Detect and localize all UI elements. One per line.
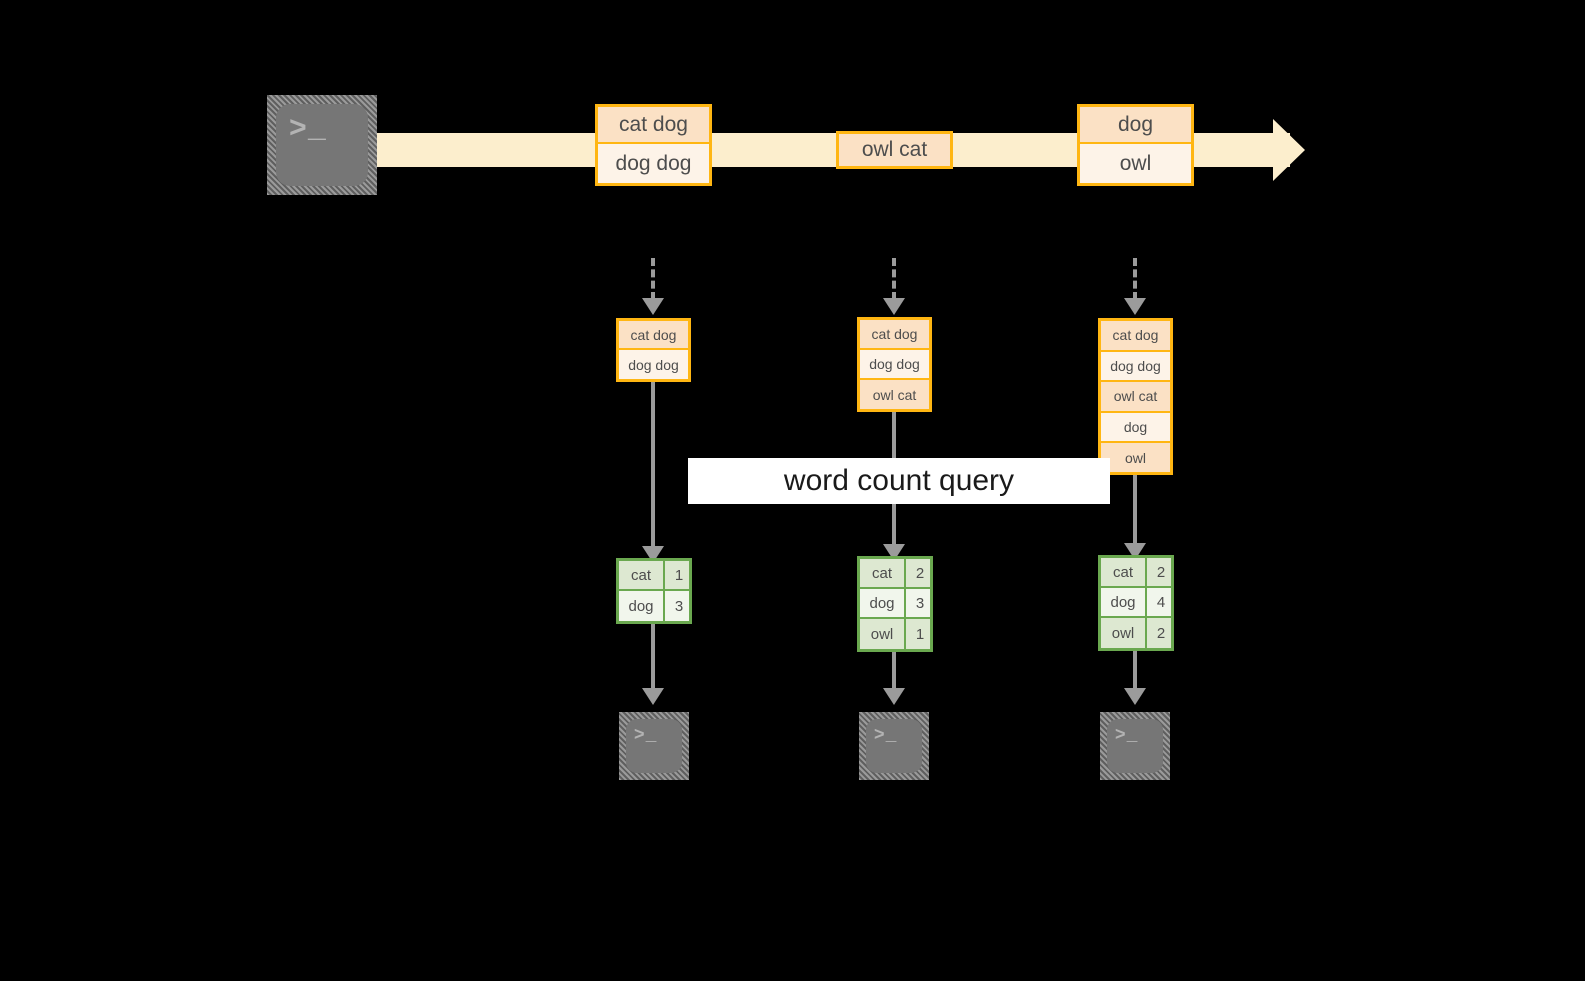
- log-line: owl cat: [1101, 382, 1170, 413]
- snapshot-3-tap-line: [1133, 258, 1137, 300]
- table-row: owl 1: [860, 619, 930, 649]
- stream-record-line: dog dog: [598, 144, 709, 183]
- table-row: dog 3: [619, 591, 689, 621]
- snapshot-1-query-line: [651, 382, 655, 550]
- log-line: dog dog: [1101, 351, 1170, 383]
- table-row: cat 2: [860, 559, 930, 589]
- word-cell: dog: [1101, 588, 1147, 616]
- count-cell: 1: [915, 625, 925, 643]
- snapshot-1-sink-terminal-icon[interactable]: >_: [619, 712, 689, 780]
- log-line: dog dog: [619, 350, 688, 379]
- snapshot-1-tap-arrowhead: [642, 298, 664, 315]
- stream-record-group-3[interactable]: dog owl: [1077, 104, 1194, 186]
- table-row: owl 2: [1101, 618, 1171, 648]
- log-line: dog dog: [860, 350, 929, 380]
- query-label-text: word count query: [783, 464, 1015, 497]
- log-line: dog: [1101, 412, 1170, 444]
- stream-record-line: cat dog: [598, 107, 709, 145]
- query-label: word count query: [688, 458, 1110, 504]
- snapshot-1-input-log[interactable]: cat dog dog dog: [616, 318, 691, 382]
- snapshot-2-tap-line: [892, 258, 896, 300]
- snapshot-2-result-table[interactable]: cat 2 dog 3 owl 1: [857, 556, 933, 652]
- snapshot-1-result-table[interactable]: cat 1 dog 3: [616, 558, 692, 624]
- terminal-screen: >_: [276, 104, 368, 186]
- snapshot-3-sink-arrowhead: [1124, 688, 1146, 705]
- terminal-screen: >_: [1107, 719, 1163, 773]
- stream-record-line: owl: [1080, 144, 1191, 183]
- terminal-screen: >_: [866, 719, 922, 773]
- snapshot-1-sink-arrowhead: [642, 688, 664, 705]
- table-row: dog 3: [860, 589, 930, 619]
- stream-record-line: dog: [1080, 107, 1191, 145]
- log-line: cat dog: [619, 321, 688, 351]
- terminal-prompt-glyph: >_: [288, 113, 327, 148]
- log-line: owl: [1101, 443, 1170, 472]
- word-cell: owl: [860, 619, 906, 649]
- log-line: cat dog: [1101, 321, 1170, 352]
- stream-record-group-2[interactable]: owl cat: [836, 131, 953, 169]
- count-cell: 2: [915, 564, 925, 582]
- count-cell: 3: [674, 597, 684, 615]
- word-cell: owl: [1101, 618, 1147, 648]
- table-row: dog 4: [1101, 588, 1171, 618]
- count-cell: 1: [674, 566, 684, 584]
- word-cell: cat: [619, 561, 665, 589]
- snapshot-1-sink-line: [651, 624, 655, 692]
- snapshot-3-input-log[interactable]: cat dog dog dog owl cat dog owl: [1098, 318, 1173, 475]
- snapshot-3-tap-arrowhead: [1124, 298, 1146, 315]
- snapshot-3-sink-line: [1133, 651, 1137, 692]
- word-cell: dog: [619, 591, 665, 621]
- word-cell: dog: [860, 589, 906, 617]
- table-row: cat 1: [619, 561, 689, 591]
- snapshot-2-sink-arrowhead: [883, 688, 905, 705]
- terminal-prompt-glyph: >_: [633, 725, 658, 746]
- terminal-prompt-glyph: >_: [873, 725, 898, 746]
- snapshot-2-sink-terminal-icon[interactable]: >_: [859, 712, 929, 780]
- word-cell: cat: [1101, 558, 1147, 586]
- word-cell: cat: [860, 559, 906, 587]
- stream-record-line: owl cat: [839, 134, 950, 166]
- table-row: cat 2: [1101, 558, 1171, 588]
- terminal-screen: >_: [626, 719, 682, 773]
- count-cell: 3: [915, 594, 925, 612]
- log-line: cat dog: [860, 320, 929, 350]
- stream-record-group-1[interactable]: cat dog dog dog: [595, 104, 712, 186]
- snapshot-3-result-table[interactable]: cat 2 dog 4 owl 2: [1098, 555, 1174, 651]
- terminal-prompt-glyph: >_: [1114, 725, 1139, 746]
- count-cell: 2: [1156, 624, 1166, 642]
- snapshot-2-sink-line: [892, 652, 896, 692]
- count-cell: 2: [1156, 563, 1166, 581]
- stream-source-terminal-icon[interactable]: >_: [267, 95, 377, 195]
- stream-arrowhead: [1273, 119, 1305, 181]
- snapshot-3-sink-terminal-icon[interactable]: >_: [1100, 712, 1170, 780]
- snapshot-2-tap-arrowhead: [883, 298, 905, 315]
- snapshot-2-input-log[interactable]: cat dog dog dog owl cat: [857, 317, 932, 412]
- snapshot-3-query-line: [1133, 475, 1137, 547]
- log-line: owl cat: [860, 380, 929, 409]
- snapshot-1-tap-line: [651, 258, 655, 300]
- count-cell: 4: [1156, 593, 1166, 611]
